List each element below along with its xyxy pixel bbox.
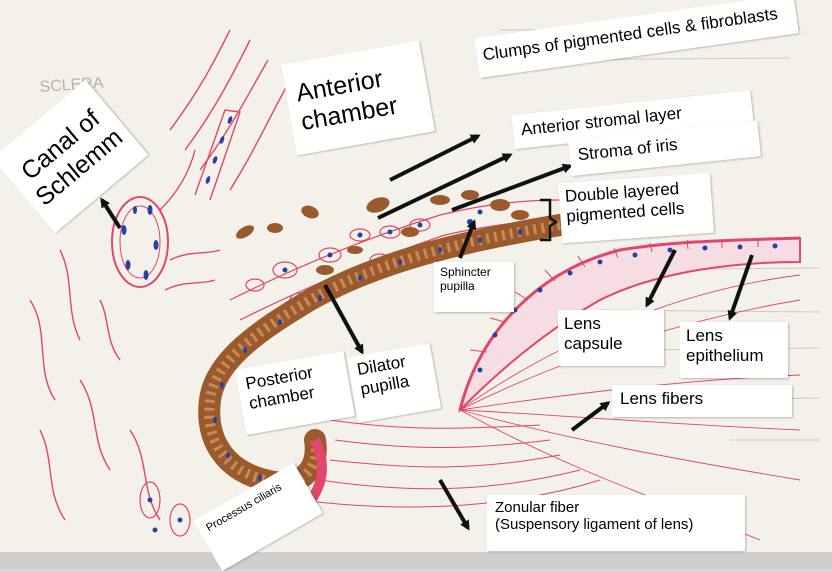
epithelium-nuclei xyxy=(213,229,522,481)
arrow-sphincter xyxy=(458,219,477,259)
arrow-lens-fibers xyxy=(570,401,611,432)
label-lens-capsule: Lens capsule xyxy=(558,310,664,366)
sclera-fibers xyxy=(29,29,291,521)
arrow-zonular xyxy=(438,478,470,531)
bracket xyxy=(540,198,559,242)
label-lens-fibers: Lens fibers xyxy=(612,385,792,417)
label-zonular-fiber: Zonular fiber (Suspensory ligament of le… xyxy=(487,495,745,551)
ciliary-nuclei xyxy=(147,497,183,533)
lens-epithelium-divisions xyxy=(469,239,759,353)
zonular-fiber-text: Zonular fiber xyxy=(495,499,580,516)
double-layered-text: Double layered pigmented cells xyxy=(564,178,685,226)
lens-epithelium-text: Lens epithelium xyxy=(686,326,764,365)
pigment-clumps xyxy=(235,190,529,275)
vessel-nuclei xyxy=(205,116,233,184)
dilator-pupilla-text: Dilator pupilla xyxy=(355,351,411,399)
arrow-canal xyxy=(100,197,122,230)
lens-fibers-text: Lens fibers xyxy=(620,389,704,408)
zonular-fibers xyxy=(299,419,601,508)
posterior-chamber-text: Posterior chamber xyxy=(244,362,316,413)
arrow-stromal xyxy=(377,153,513,220)
label-sphincter-pupilla: Sphincter pupilla xyxy=(434,262,514,312)
canal-of-schlemm xyxy=(111,196,169,288)
pointer-arrows xyxy=(100,134,754,531)
stroma-iris-text: Stroma of iris xyxy=(576,134,679,165)
vessel xyxy=(194,109,241,201)
arrow-stroma-iris xyxy=(451,163,573,212)
arrow-lens-epithelium xyxy=(727,254,754,321)
label-double-layered: Double layered pigmented cells xyxy=(558,172,714,244)
arrow-dilator xyxy=(323,284,364,355)
bottom-strip xyxy=(0,552,832,569)
arrow-clumps xyxy=(389,134,481,182)
label-lens-epithelium: Lens epithelium xyxy=(680,322,788,378)
lens-capsule-text: Lens capsule xyxy=(564,314,623,353)
suspensory-ligament-text: (Suspensory ligament of lens) xyxy=(495,516,694,534)
arrow-lens-capsule xyxy=(645,249,677,308)
anterior-chamber-text: Anterior chamber xyxy=(293,64,400,136)
sphincter-text: Sphincter pupilla xyxy=(440,265,491,293)
